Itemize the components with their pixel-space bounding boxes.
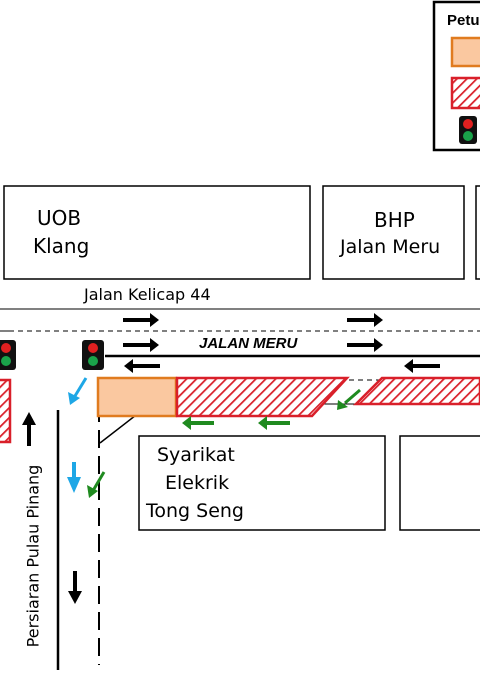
bhp-label-line2: Jalan Meru bbox=[340, 236, 441, 258]
arrow-down-icon bbox=[67, 462, 81, 493]
arrow-right-icon bbox=[347, 338, 383, 352]
red-hatched-zone-right bbox=[352, 376, 480, 406]
red-hatched-zone-left bbox=[0, 378, 12, 444]
green-flow-arrows bbox=[87, 388, 361, 498]
road-label-meru: JALAN MERU bbox=[199, 335, 298, 352]
uob-label-line2: Klang bbox=[33, 234, 90, 258]
uob-label-line1: UOB bbox=[37, 206, 82, 230]
arrow-right-icon bbox=[123, 313, 159, 327]
road-label-pulau-pinang: Persiaran Pulau Pinang bbox=[23, 464, 43, 648]
tong-seng-label-line3: Tong Seng bbox=[146, 500, 244, 522]
arrow-right-icon bbox=[347, 313, 383, 327]
red-hatched-box-icon bbox=[450, 76, 480, 110]
arrow-up-icon bbox=[22, 412, 36, 446]
red-hatched-zone-main bbox=[175, 376, 350, 418]
arrow-diagonal-icon bbox=[68, 377, 88, 405]
arrow-left-icon bbox=[182, 416, 214, 430]
traffic-light-icon bbox=[0, 340, 16, 370]
tong-seng-label-line1: Syarikat bbox=[157, 444, 235, 466]
arrow-left-icon bbox=[258, 416, 290, 430]
building-bhp bbox=[322, 185, 465, 280]
traffic-light-icon bbox=[82, 340, 104, 370]
legend bbox=[432, 0, 480, 152]
traffic-light-icon bbox=[459, 116, 477, 144]
pedestrian-arrows bbox=[67, 377, 88, 493]
building-partial-right-lower bbox=[399, 435, 480, 531]
building-tong-seng bbox=[138, 435, 386, 531]
bhp-label-line1: BHP bbox=[374, 208, 415, 232]
arrow-right-icon bbox=[123, 338, 159, 352]
building-partial-right bbox=[475, 185, 480, 280]
building-uob bbox=[3, 185, 311, 280]
arrow-left-icon bbox=[404, 359, 440, 373]
traffic-arrows bbox=[22, 313, 440, 604]
road-label-kelicap: Jalan Kelicap 44 bbox=[84, 285, 211, 304]
arrow-diagonal-icon bbox=[87, 471, 106, 498]
orange-zone bbox=[96, 376, 178, 418]
orange-box-icon bbox=[450, 36, 480, 68]
arrow-diagonal-icon bbox=[337, 388, 361, 410]
arrow-down-icon bbox=[68, 571, 82, 604]
arrow-left-icon bbox=[124, 359, 160, 373]
legend-title: Petu bbox=[447, 12, 480, 29]
tong-seng-label-line2: Elekrik bbox=[165, 472, 230, 494]
